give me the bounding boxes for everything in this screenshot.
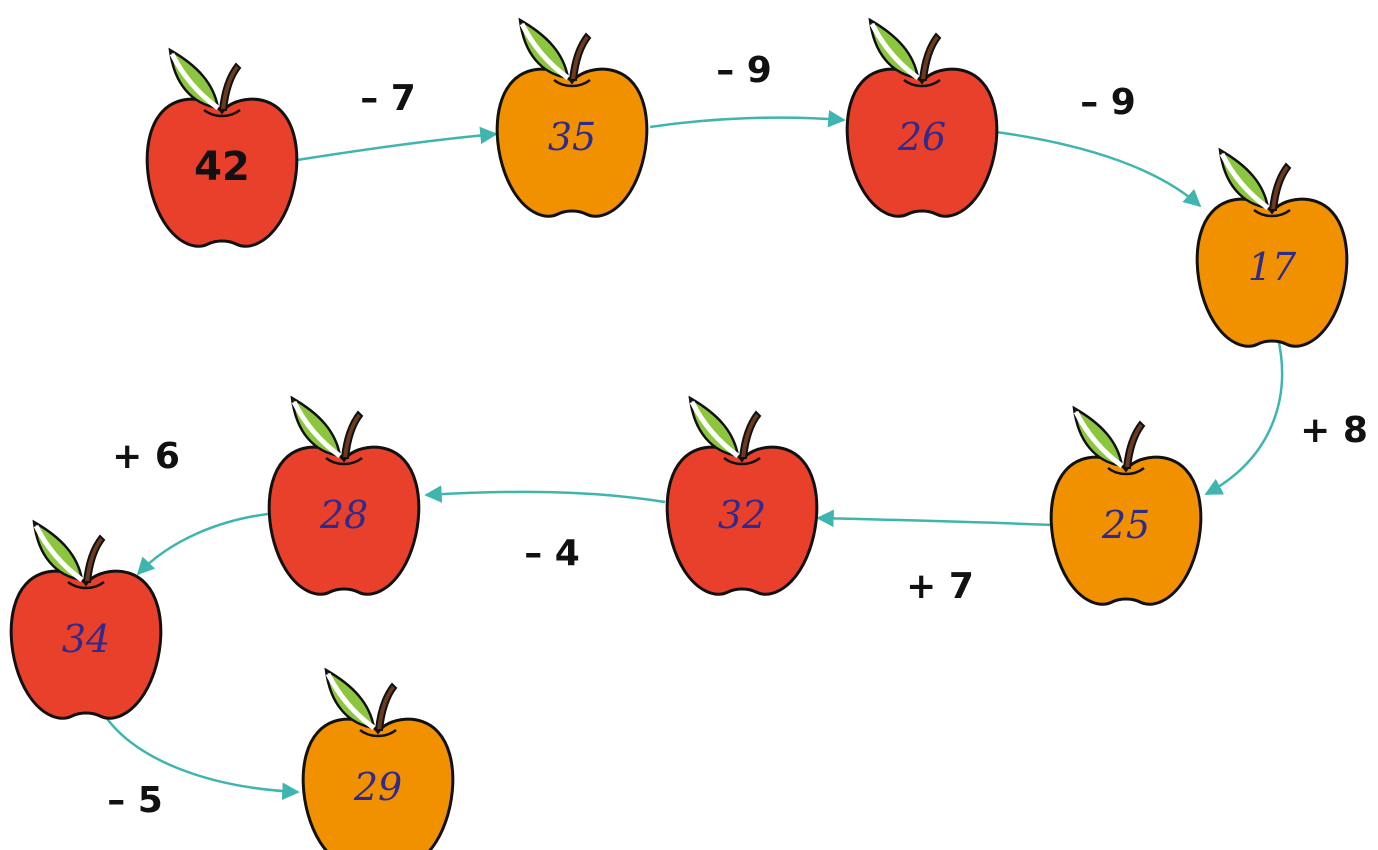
apple-value-label: 42	[194, 144, 250, 190]
operation-label-6: – 4	[524, 533, 580, 574]
apple-icon	[303, 670, 453, 850]
apple-28: 28	[269, 398, 419, 594]
arrow-1	[297, 134, 496, 160]
operation-label-1: – 7	[360, 78, 416, 119]
apple-value-label: 17	[1248, 245, 1297, 289]
apple-42: 42	[147, 50, 297, 246]
arrow-7	[138, 514, 268, 574]
arrow-6	[426, 492, 665, 502]
operation-label-3: – 9	[1080, 82, 1136, 123]
arrow-4	[1206, 338, 1282, 494]
apple-value-label: 29	[353, 765, 402, 809]
apple-25: 25	[1051, 408, 1201, 604]
operation-label-5: + 7	[906, 566, 974, 607]
arrow-2	[650, 118, 844, 127]
operation-label-8: – 5	[107, 780, 163, 821]
arrow-5	[818, 518, 1052, 525]
apple-value-label: 28	[319, 493, 368, 537]
arrow-3	[996, 132, 1200, 206]
apple-29: 29	[303, 670, 453, 850]
apple-34: 34	[11, 522, 161, 718]
apple-value-label: 35	[548, 115, 596, 159]
operation-label-4: + 8	[1300, 410, 1368, 451]
apple-35: 35	[497, 20, 647, 216]
apple-17: 17	[1197, 150, 1347, 346]
apples-layer: 42 35 26 17 25 32 28 34 29	[11, 20, 1347, 850]
apple-value-label: 26	[897, 115, 946, 159]
apple-value-label: 25	[1101, 503, 1150, 547]
apple-32: 32	[667, 398, 817, 594]
operation-label-7: + 6	[112, 436, 180, 477]
apple-value-label: 34	[62, 617, 110, 661]
apple-26: 26	[847, 20, 997, 216]
operation-label-2: – 9	[716, 50, 772, 91]
apple-value-label: 32	[718, 493, 766, 537]
